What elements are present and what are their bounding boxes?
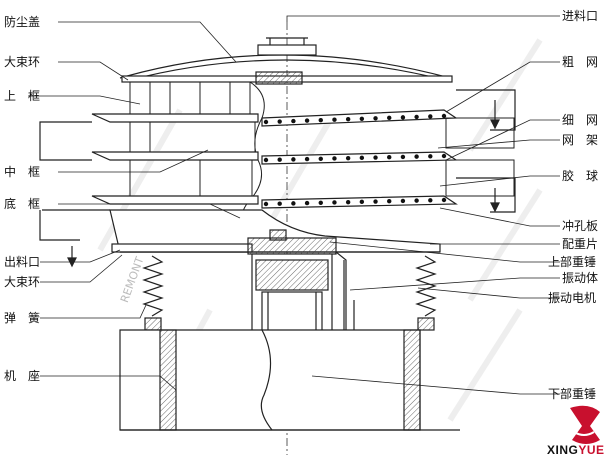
logo-wordmark: XINGYUE [547, 443, 605, 457]
screen-decks [91, 109, 458, 209]
mesh-dot [373, 155, 378, 160]
label-upper-weight: 上部重锤 [548, 255, 597, 269]
mesh-dot [441, 113, 447, 119]
label-spring: 弹 簧 [4, 311, 41, 325]
mesh-dot [263, 119, 269, 125]
mesh-dot [332, 200, 337, 205]
mesh-dot [291, 118, 296, 124]
mesh-dot [428, 198, 433, 203]
label-big-ring-bottom: 大束环 [4, 275, 41, 289]
top-clamp-ring [121, 71, 453, 85]
label-counterweight-plate: 配重片 [562, 237, 599, 251]
mesh-dot [441, 153, 447, 159]
label-outlet: 出料口 [4, 255, 41, 269]
upper-frame [129, 81, 251, 115]
label-vibrator: 振动体 [562, 271, 599, 285]
mesh-dot [291, 201, 296, 206]
mesh-dot [359, 199, 365, 205]
mesh-dot [387, 115, 392, 121]
mesh-dot [428, 114, 433, 119]
label-coarse-mesh: 粗 网 [562, 55, 599, 69]
label-fine-mesh: 细 网 [562, 113, 599, 127]
xingyue-logo-icon [570, 405, 600, 444]
label-dust-cover: 防尘盖 [4, 15, 41, 29]
label-punch-plate: 冲孔板 [562, 219, 599, 233]
machine-base [119, 329, 460, 431]
mesh-dot [387, 155, 392, 160]
mesh-dot [400, 154, 406, 160]
mesh-dot [373, 199, 378, 204]
mesh-dot [318, 200, 323, 205]
mesh-dot [304, 200, 310, 206]
mesh-dot-rows [263, 113, 447, 207]
mesh-dot [304, 156, 310, 162]
mesh-dot [318, 117, 323, 123]
mesh-dot [277, 157, 282, 162]
label-inlet: 进料口 [562, 9, 599, 23]
mesh-dot [428, 154, 433, 159]
mesh-dot [400, 115, 406, 120]
label-base: 机 座 [4, 369, 41, 383]
leader-lines-left [28, 21, 241, 391]
mesh-dot [414, 114, 419, 120]
mesh-dot [359, 155, 365, 161]
mesh-dot [277, 201, 282, 206]
mesh-dot [332, 156, 337, 161]
mesh-dot [318, 156, 323, 161]
label-upper-frame: 上 框 [4, 89, 41, 103]
label-lower-weight: 下部重锤 [548, 387, 597, 401]
logo-text-main: XING [547, 443, 579, 457]
label-middle-frame: 中 框 [4, 165, 41, 179]
mesh-dot [441, 197, 447, 203]
mesh-dot [332, 117, 337, 122]
mesh-dot [263, 157, 269, 163]
mesh-dot [304, 118, 310, 123]
middle-frame [129, 117, 515, 197]
mesh-dot [414, 198, 419, 203]
leader-lines-right [286, 15, 560, 395]
mesh-dot [387, 199, 392, 204]
mesh-dot [277, 119, 282, 124]
mesh-dot [345, 199, 351, 205]
label-mesh-frame: 网 架 [562, 133, 599, 147]
logo-text-accent: YUE [578, 443, 605, 457]
mesh-dot [373, 116, 378, 121]
mesh-dot [414, 154, 419, 159]
mesh-dot [400, 198, 406, 204]
dust-cover [119, 37, 451, 81]
label-rubber-ball: 胶 球 [562, 169, 599, 183]
label-big-ring-top: 大束环 [4, 55, 41, 69]
label-bottom-frame: 底 框 [4, 197, 41, 211]
mesh-dot [345, 155, 351, 161]
mesh-dot [359, 116, 365, 121]
mesh-dot [263, 201, 269, 207]
mesh-dot [345, 117, 351, 122]
label-vibration-motor: 振动电机 [548, 291, 597, 305]
mesh-dot [291, 157, 296, 162]
